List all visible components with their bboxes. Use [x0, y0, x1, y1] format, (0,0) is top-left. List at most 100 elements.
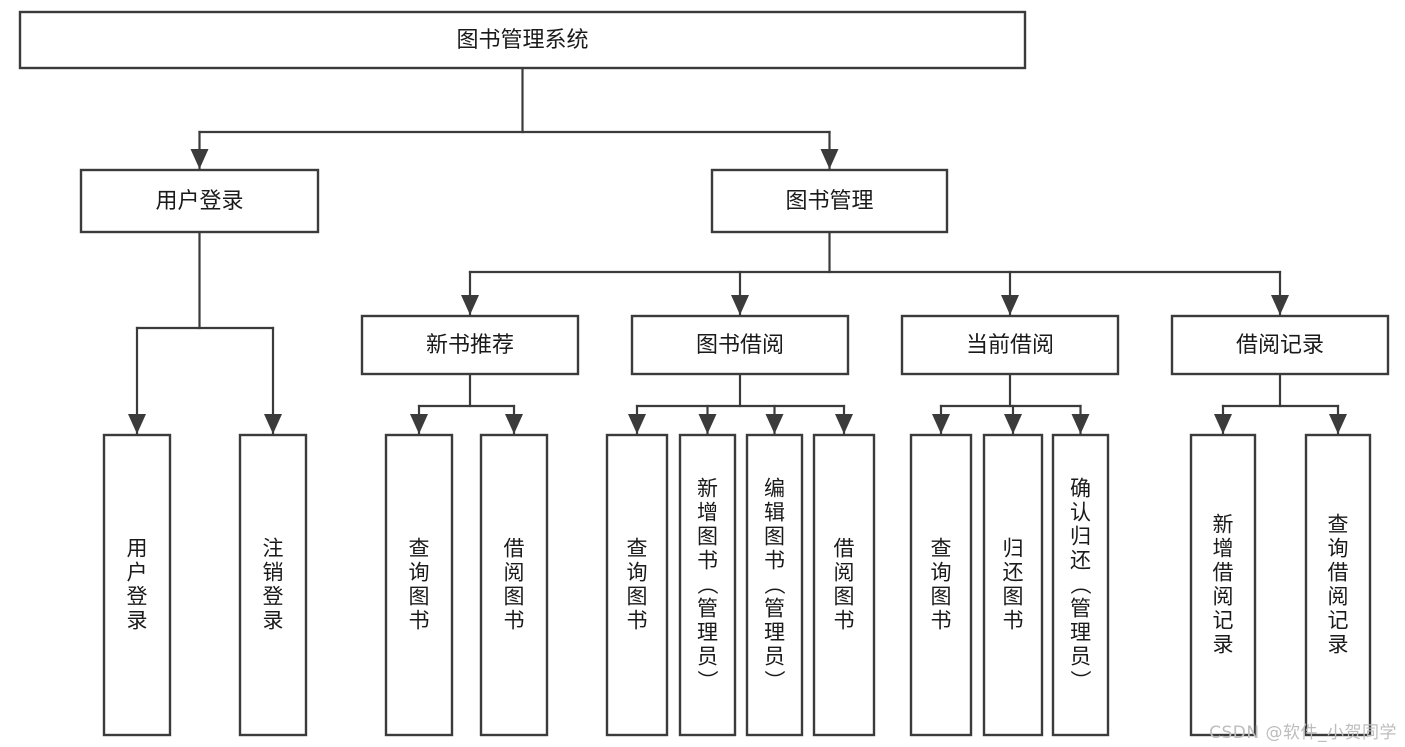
arrow-head-icon [820, 149, 839, 169]
node-current-borrow[interactable]: 当前借阅 [900, 314, 1120, 376]
node-label-char: 阅 [1328, 585, 1349, 609]
node-label-char: （ [762, 574, 786, 595]
node-label-char: 用 [127, 537, 148, 561]
node-label-char: 图 [764, 525, 785, 549]
node-label-char: 询 [1328, 537, 1349, 561]
node-label-char: 理 [697, 621, 718, 645]
node-label-char: 员 [1070, 645, 1091, 669]
node-label: 图书管理 [785, 189, 873, 214]
node-box [710, 168, 949, 234]
arrow-head-icon [1271, 295, 1289, 315]
node-box [79, 168, 320, 234]
node-box [1304, 433, 1372, 737]
node-label-char: 借 [1328, 561, 1349, 585]
node-label-char: 增 [697, 501, 718, 525]
arrow-head-icon [1329, 414, 1347, 434]
node-box [102, 433, 172, 737]
node-book-borrow[interactable]: 图书借阅 [630, 314, 850, 376]
node-label-char: 查 [1328, 513, 1349, 537]
node-label-char: 询 [409, 561, 430, 585]
node-box [745, 433, 804, 737]
node-label-char: 还 [1003, 561, 1024, 585]
node-label-char: 图 [1003, 585, 1024, 609]
node-box [18, 10, 1027, 70]
node-user-login[interactable]: 用户登录 [79, 168, 320, 234]
node-label-char: 书 [627, 609, 648, 633]
node-label-char: 查 [409, 537, 430, 561]
node-label-char: 图 [697, 525, 718, 549]
node-label: 图书借阅 [696, 333, 784, 358]
node-label-char: 销 [263, 561, 284, 585]
node-label-char: 员 [764, 645, 785, 669]
arrow-head-icon [190, 149, 209, 169]
node-label-char: 管 [697, 597, 718, 621]
node-label-char: ） [695, 670, 719, 691]
node-label-char: 归 [1003, 537, 1024, 561]
node-label: 当前借阅 [966, 333, 1054, 358]
node-label: 新书推荐 [426, 333, 514, 358]
node-label-char: 阅 [504, 561, 525, 585]
node-leaf-user-login[interactable]: 用户登录 [102, 433, 172, 737]
node-label-char: 员 [697, 645, 718, 669]
arrow-head-icon [505, 414, 523, 434]
node-borrow-record[interactable]: 借阅记录 [1170, 314, 1390, 376]
node-box [479, 433, 549, 737]
node-box [360, 314, 580, 376]
node-label-char: 阅 [834, 561, 855, 585]
node-label-char: （ [1068, 574, 1092, 595]
node-book-manage[interactable]: 图书管理 [710, 168, 949, 234]
node-label-char: 编 [764, 477, 785, 501]
node-label-char: 录 [1328, 633, 1349, 657]
node-label-char: 认 [1070, 501, 1091, 525]
arrow-head-icon [731, 295, 749, 315]
arrow-head-icon [1001, 295, 1019, 315]
node-label-char: 登 [263, 585, 284, 609]
node-box [1189, 433, 1257, 737]
watermark-label: CSDN @软件_小贺同学 [1209, 723, 1397, 743]
node-label-char: 图 [409, 585, 430, 609]
node-box [1051, 433, 1110, 737]
node-box [384, 433, 454, 737]
node-label: 借阅记录 [1236, 333, 1324, 358]
connector-layer [128, 66, 1347, 436]
node-label-char: 户 [127, 561, 148, 585]
node-label-char: 新 [1213, 513, 1234, 537]
node-label-char: 书 [834, 609, 855, 633]
node-box [812, 433, 876, 737]
node-label-char: 登 [127, 585, 148, 609]
node-label-char: 查 [627, 537, 648, 561]
node-label-char: 借 [834, 537, 855, 561]
arrow-head-icon [1004, 414, 1022, 434]
node-label-char: 询 [627, 561, 648, 585]
node-label-char: 管 [1070, 597, 1091, 621]
node-label-char: 图 [504, 585, 525, 609]
node-root[interactable]: 图书管理系统 [18, 10, 1027, 70]
node-label-char: 理 [764, 621, 785, 645]
node-box [982, 433, 1044, 737]
node-label-char: 记 [1328, 609, 1349, 633]
arrow-head-icon [1071, 414, 1090, 434]
node-layer: 图书管理系统用户登录图书管理新书推荐图书借阅当前借阅借阅记录用户登录注销登录查询… [18, 10, 1390, 737]
node-label-char: 还 [1070, 549, 1091, 573]
node-label-char: 书 [409, 609, 430, 633]
node-label-char: 借 [504, 537, 525, 561]
node-label-char: 书 [1003, 609, 1024, 633]
node-new-book-rec[interactable]: 新书推荐 [360, 314, 580, 376]
node-label-char: 书 [504, 609, 525, 633]
node-label-char: 图 [834, 585, 855, 609]
node-label-char: 辑 [764, 501, 785, 525]
arrow-head-icon [128, 414, 146, 434]
